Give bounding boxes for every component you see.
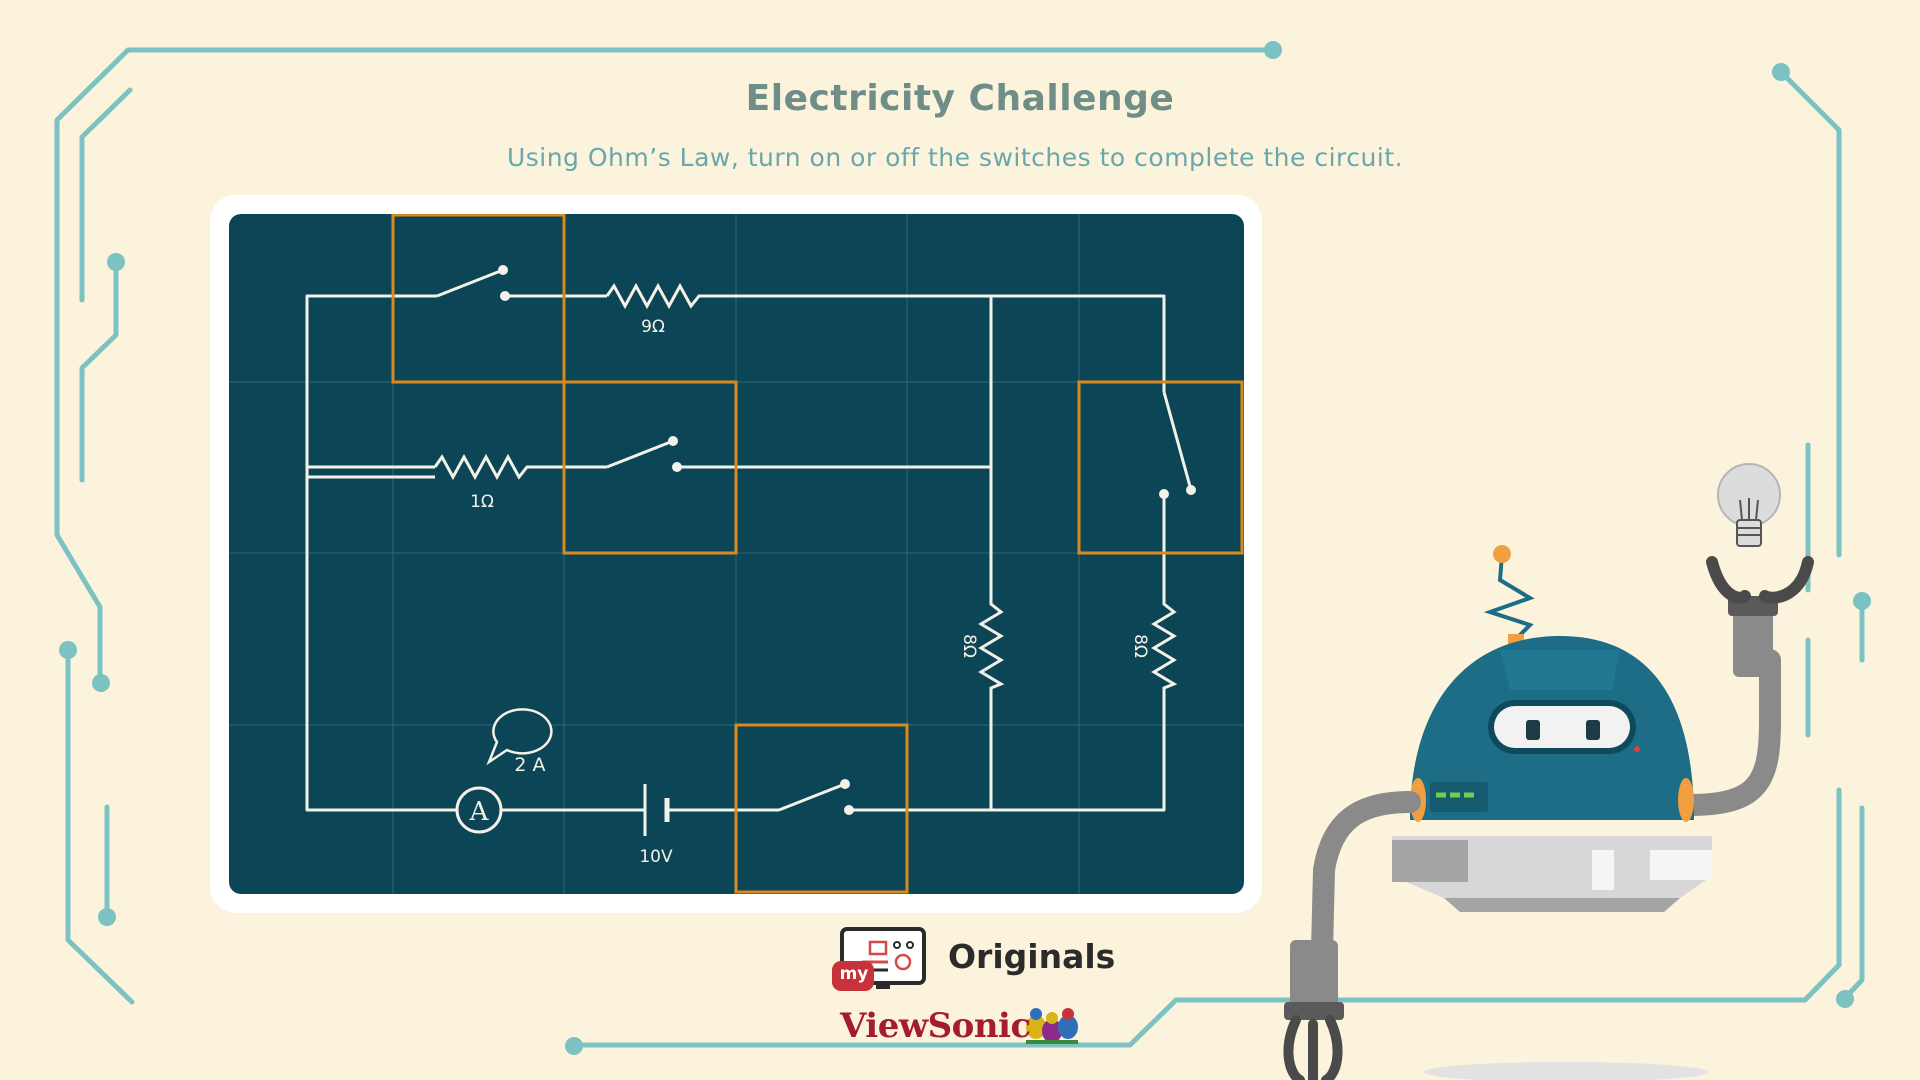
page-title: Electricity Challenge	[745, 78, 1175, 119]
switch-right	[1159, 391, 1196, 499]
my-badge: my	[839, 964, 869, 984]
switch-middle	[606, 436, 682, 472]
switch-toggle-middle[interactable]	[562, 380, 738, 555]
switch-toggle-bottom[interactable]	[734, 723, 909, 894]
resistor-1-ohm	[433, 453, 535, 481]
ammeter: A	[455, 786, 503, 834]
circuit-wires	[305, 294, 1166, 812]
switch-bottom	[778, 779, 854, 815]
resistor-8-ohm-a	[978, 596, 1005, 695]
ammeter-reading: 2 A	[514, 754, 545, 776]
resistor-8-label-a: 8Ω	[959, 634, 979, 658]
resistor-9-label: 9Ω	[641, 317, 665, 337]
ammeter-symbol: A	[469, 797, 490, 827]
circuit-board: 9Ω 1Ω 8Ω 8Ω	[229, 214, 1244, 894]
circuit-diagram: 9Ω 1Ω 8Ω 8Ω	[229, 214, 1244, 894]
battery-label: 10V	[639, 847, 673, 867]
originals-wordmark: Originals	[948, 937, 1116, 976]
viewsonic-logo: ViewSonic	[840, 1006, 1031, 1046]
switch-top	[436, 265, 510, 301]
resistor-8-label-b: 8Ω	[1130, 634, 1150, 658]
battery	[643, 784, 670, 836]
switch-toggle-top[interactable]	[391, 214, 566, 384]
resistor-1-label: 1Ω	[470, 492, 494, 512]
switch-toggle-right[interactable]	[1077, 380, 1244, 555]
ammeter-reading-bubble: 2 A	[486, 708, 553, 776]
resistor-8-ohm-b	[1151, 596, 1178, 695]
instructions-text: Using Ohm’s Law, turn on or off the swit…	[506, 143, 1404, 172]
resistor-9-ohm	[605, 282, 706, 310]
